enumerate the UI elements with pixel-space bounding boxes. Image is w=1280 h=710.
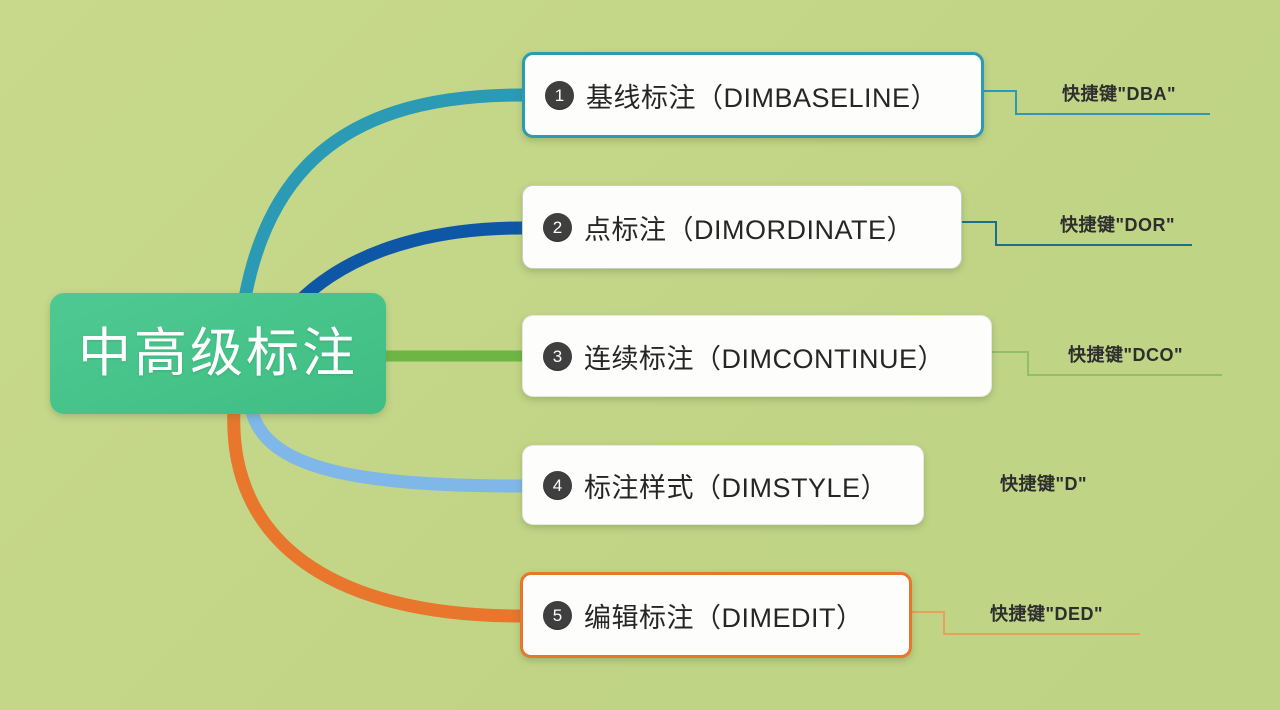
central-node[interactable]: 中高级标注: [50, 293, 386, 414]
shortcut-label-2: 快捷键"DOR": [1060, 215, 1176, 235]
branch-number-badge-5: 5: [543, 600, 572, 630]
branch-node-5[interactable]: 5 编辑标注（DIMEDIT）: [520, 572, 912, 658]
connector-curve-5: [227, 403, 527, 623]
connector-curve-4: [245, 405, 529, 493]
branch-label-4: 标注样式（DIMSTYLE）: [584, 472, 889, 503]
branch-number-badge-3: 3: [543, 341, 572, 371]
branch-node-4[interactable]: 4 标注样式（DIMSTYLE）: [522, 445, 924, 525]
central-node-label: 中高级标注: [78, 324, 358, 383]
branch-label-1: 基线标注（DIMBASELINE）: [586, 82, 939, 113]
shortcut-label-3: 快捷键"DCO": [1068, 345, 1184, 365]
branch-number-badge-1: 1: [545, 80, 574, 110]
shortcut-label-5: 快捷键"DED": [990, 604, 1104, 624]
branch-node-2[interactable]: 2 点标注（DIMORDINATE）: [522, 185, 962, 269]
branch-label-3: 连续标注（DIMCONTINUE）: [584, 343, 945, 374]
branch-label-5: 编辑标注（DIMEDIT）: [584, 602, 864, 633]
shortcut-label-1: 快捷键"DBA": [1062, 84, 1177, 104]
branch-number-badge-4: 4: [543, 470, 572, 500]
branch-node-1[interactable]: 1 基线标注（DIMBASELINE）: [522, 52, 984, 138]
branch-label-2: 点标注（DIMORDINATE）: [584, 214, 914, 245]
branch-number-badge-2: 2: [543, 212, 572, 242]
shortcut-label-4: 快捷键"D": [1000, 474, 1088, 494]
branch-node-3[interactable]: 3 连续标注（DIMCONTINUE）: [522, 315, 992, 397]
